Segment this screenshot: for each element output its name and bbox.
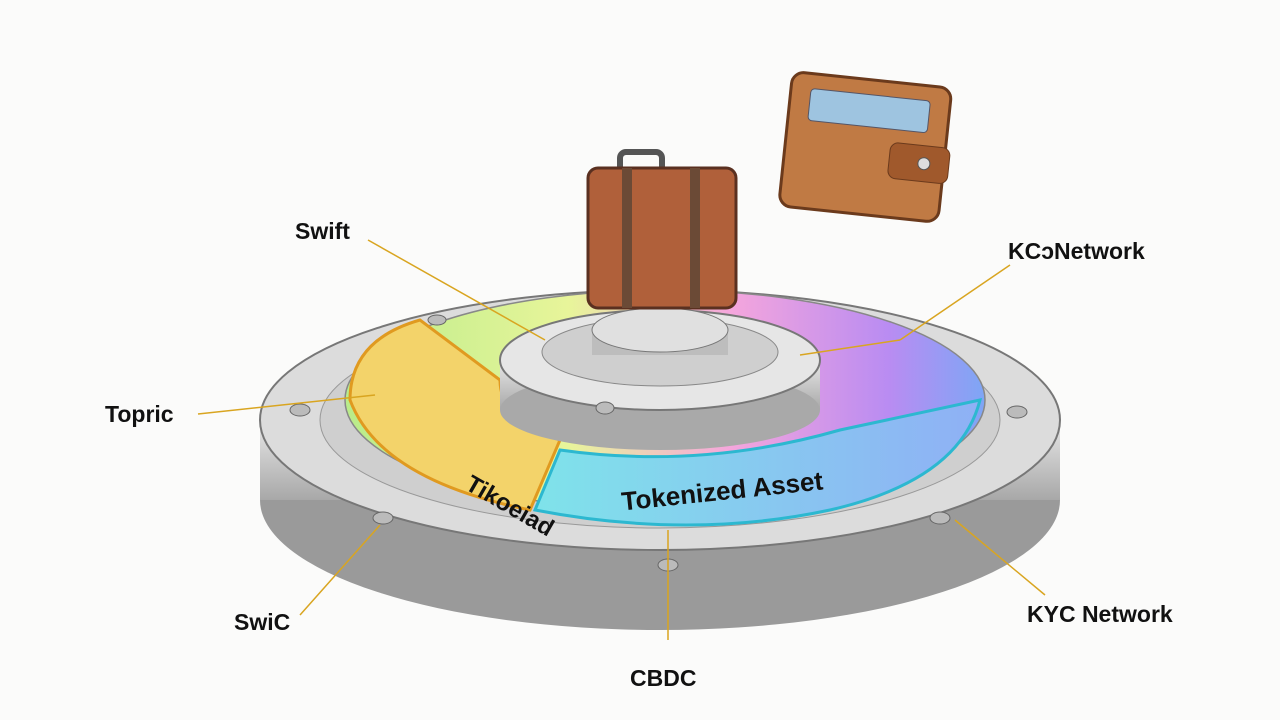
central-hub <box>499 307 821 450</box>
leader-lines <box>197 239 1046 640</box>
label-cbdc: CBDC <box>630 665 697 691</box>
label-swift: Swift <box>295 218 350 244</box>
label-topric: Topric <box>105 401 174 427</box>
suitcase-icon <box>586 149 738 310</box>
segment-blue <box>532 398 983 527</box>
label-swic: SwiC <box>234 609 291 635</box>
label-kyc-network: KYC Network <box>1027 601 1173 627</box>
label-kc-network: KCↄNetwork <box>1008 238 1145 264</box>
wallet-icon <box>778 71 953 223</box>
